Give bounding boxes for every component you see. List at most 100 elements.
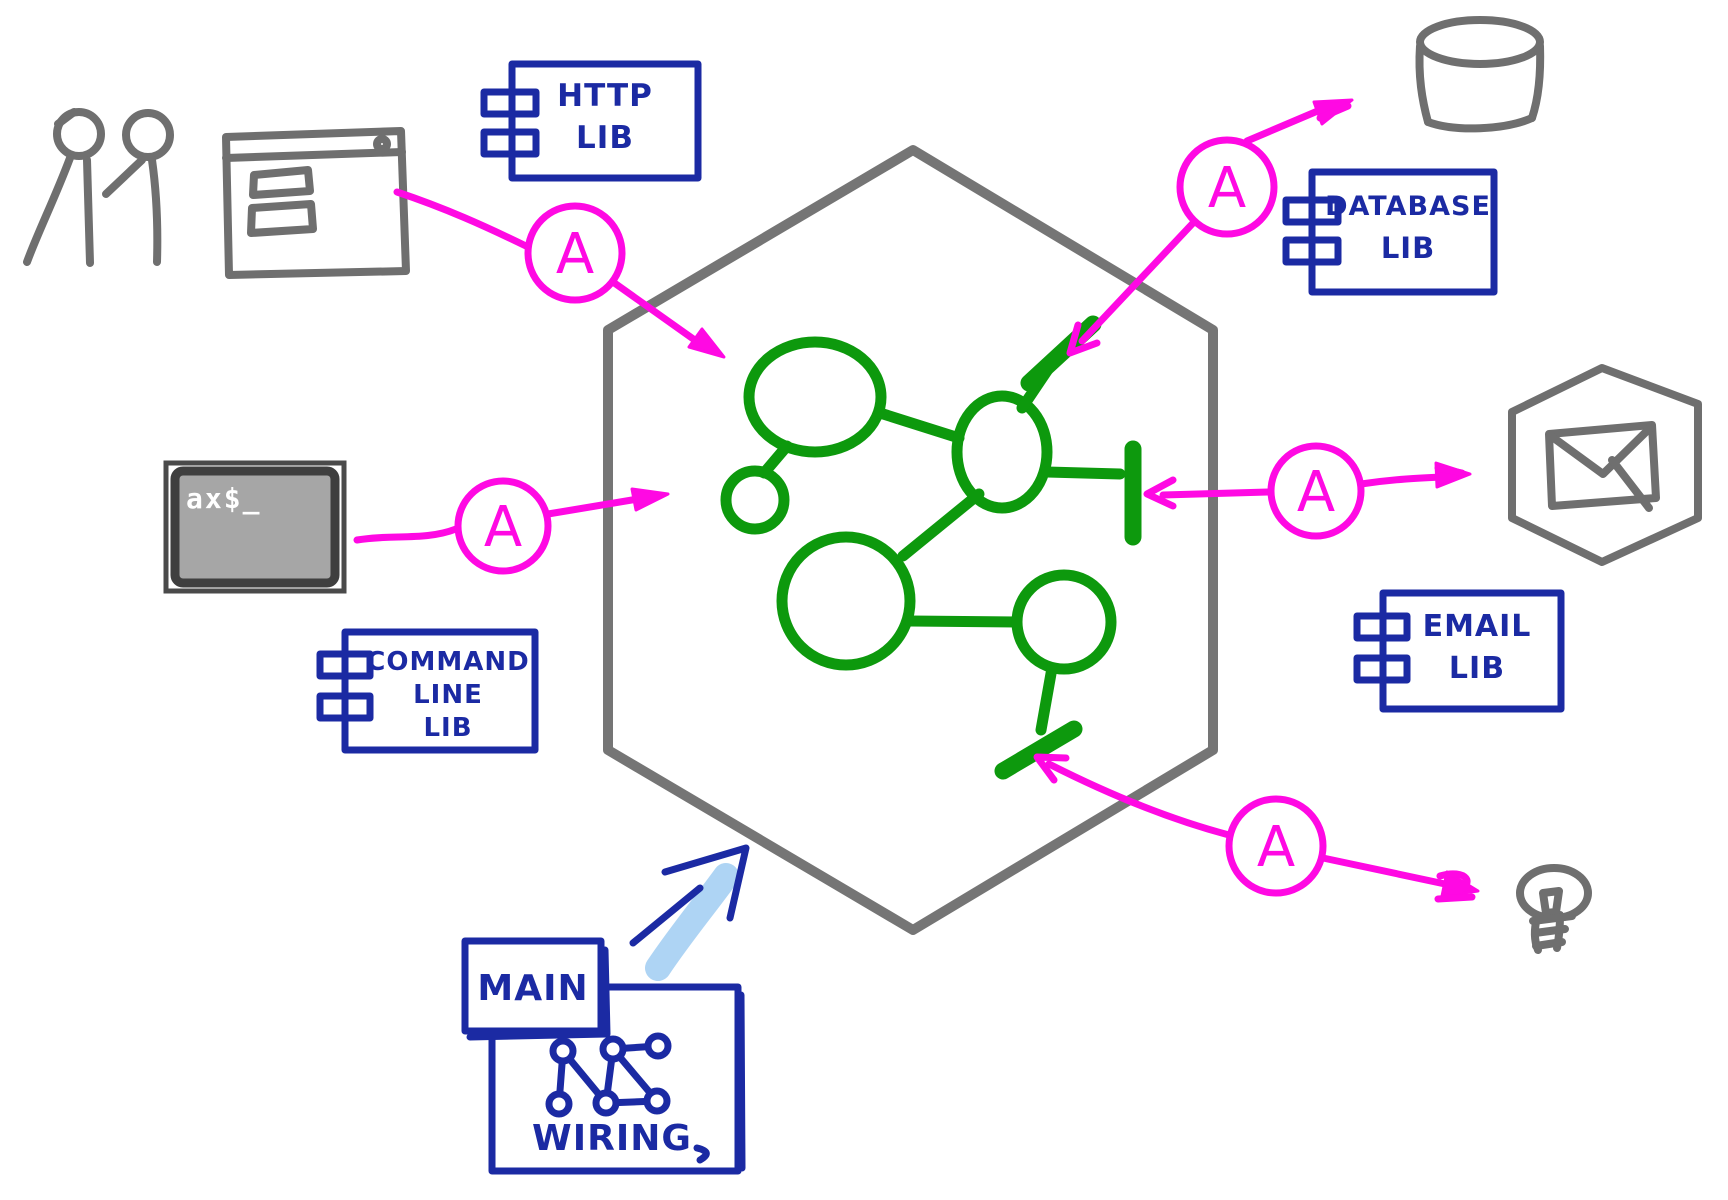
adapter-circle <box>1176 136 1278 238</box>
main-box: MAIN <box>461 937 611 1041</box>
adapter-circle <box>454 477 552 575</box>
person-icon <box>23 154 74 266</box>
component-label: HTTP <box>557 78 653 114</box>
domain-entity <box>743 336 887 458</box>
domain-entity <box>951 390 1053 514</box>
main-label: MAIN <box>477 968 588 1009</box>
main-box-doubled-edge <box>466 946 611 1041</box>
arrowhead-scribble <box>1436 870 1471 897</box>
adapter-circle <box>1225 795 1327 897</box>
port-database <box>1020 315 1102 392</box>
adapter-line <box>1357 473 1446 488</box>
component-tab-icon <box>1282 236 1342 266</box>
browser-button-icon <box>373 135 391 153</box>
component-label: LIB <box>576 120 634 156</box>
component-box <box>1379 589 1565 713</box>
arrowhead-icon <box>687 327 726 359</box>
port-stem <box>1035 662 1058 736</box>
adapter-line <box>1078 218 1198 345</box>
component-tab-icon <box>316 650 374 680</box>
domain-relation <box>897 488 985 562</box>
adapter-line <box>353 525 460 544</box>
arrowhead-scribble <box>1434 464 1466 477</box>
arrow-shaft <box>629 884 704 947</box>
open-arrowhead-icon <box>1033 753 1070 784</box>
database-icon <box>1528 42 1545 122</box>
component-label: COMMAND <box>366 647 529 677</box>
hexagon-badge-icon <box>1508 364 1702 566</box>
browser-titlebar <box>222 148 406 162</box>
component-tab-icon <box>480 88 540 118</box>
component-box <box>1308 168 1498 296</box>
main-arrow <box>629 844 750 981</box>
browser-content-bar <box>249 166 314 199</box>
adapter-line <box>1159 488 1272 499</box>
domain-relation <box>904 615 1023 628</box>
database-icon <box>1424 114 1536 133</box>
arrowhead-scribble <box>1434 893 1476 903</box>
adapter-label: A <box>1297 460 1335 525</box>
database-icon <box>1416 16 1544 68</box>
command-line-lib-component: COMMAND LINE LIB <box>316 628 539 754</box>
adapter-line <box>1319 854 1449 888</box>
email-destination-sketch <box>1508 364 1702 566</box>
http-lib-component: HTTP LIB <box>480 60 702 182</box>
browser-window-icon <box>222 127 410 279</box>
domain-entity <box>720 465 790 535</box>
adapter-circle <box>524 202 626 304</box>
component-label: LIB <box>1449 651 1505 686</box>
lightbulb-sketch <box>1516 864 1592 954</box>
database-sketch <box>1415 16 1545 133</box>
wiring-graph-icon <box>545 1032 672 1118</box>
person-icon <box>102 156 146 198</box>
envelope-icon <box>1547 424 1654 478</box>
component-box <box>508 60 702 182</box>
domain-entity <box>776 531 916 671</box>
person-icon <box>122 109 174 161</box>
domain-relation <box>874 407 965 444</box>
person-icon <box>148 156 162 266</box>
wiring-frame-doubled-edge <box>737 991 746 1172</box>
lightbulb-icon <box>1531 925 1569 937</box>
arrowhead-icon <box>630 487 670 512</box>
terminal-prompt-text: ax$_ <box>186 482 261 515</box>
adapter-line <box>393 188 532 251</box>
browser-content-bar <box>247 200 317 237</box>
arrowhead-icon <box>661 844 750 922</box>
component-label: LIB <box>1381 231 1435 265</box>
component-label: DATABASE <box>1325 191 1491 222</box>
adapter-line <box>1045 760 1233 839</box>
web-adapter: A <box>393 188 726 359</box>
adapter-label: A <box>1208 156 1246 221</box>
users-sketch <box>23 108 174 267</box>
component-tab-icon <box>1353 654 1411 684</box>
component-tab-icon <box>1282 196 1342 226</box>
component-tab-icon <box>480 128 540 158</box>
envelope-icon <box>1545 421 1660 510</box>
component-box <box>341 628 539 754</box>
person-icon <box>83 156 94 267</box>
terminal-sketch: ax$_ <box>163 460 347 594</box>
envelope-icon <box>1608 456 1653 512</box>
domain-model <box>720 315 1142 780</box>
lightbulb-icon <box>1532 938 1566 950</box>
person-icon <box>53 108 105 160</box>
port-notification <box>994 720 1083 780</box>
hexagon-boundary <box>603 145 1218 935</box>
adapter-label: A <box>484 495 522 560</box>
adapter-label: A <box>1257 815 1295 880</box>
open-arrowhead-icon <box>1066 321 1101 357</box>
component-label: LINE <box>413 680 483 710</box>
database-icon <box>1415 42 1432 126</box>
database-lib-component: DATABASE LIB <box>1282 168 1498 296</box>
wiring-label: WIRING <box>532 1118 692 1159</box>
email-lib-component: EMAIL LIB <box>1353 589 1565 713</box>
arrow-highlight <box>645 863 739 981</box>
notification-adapter: A <box>1033 753 1480 903</box>
lightbulb-icon <box>1529 912 1576 925</box>
arrowhead-scribble <box>1316 102 1352 122</box>
adapter-label: A <box>556 222 594 287</box>
adapter-line <box>1243 106 1324 145</box>
browser-window-sketch <box>222 127 410 279</box>
